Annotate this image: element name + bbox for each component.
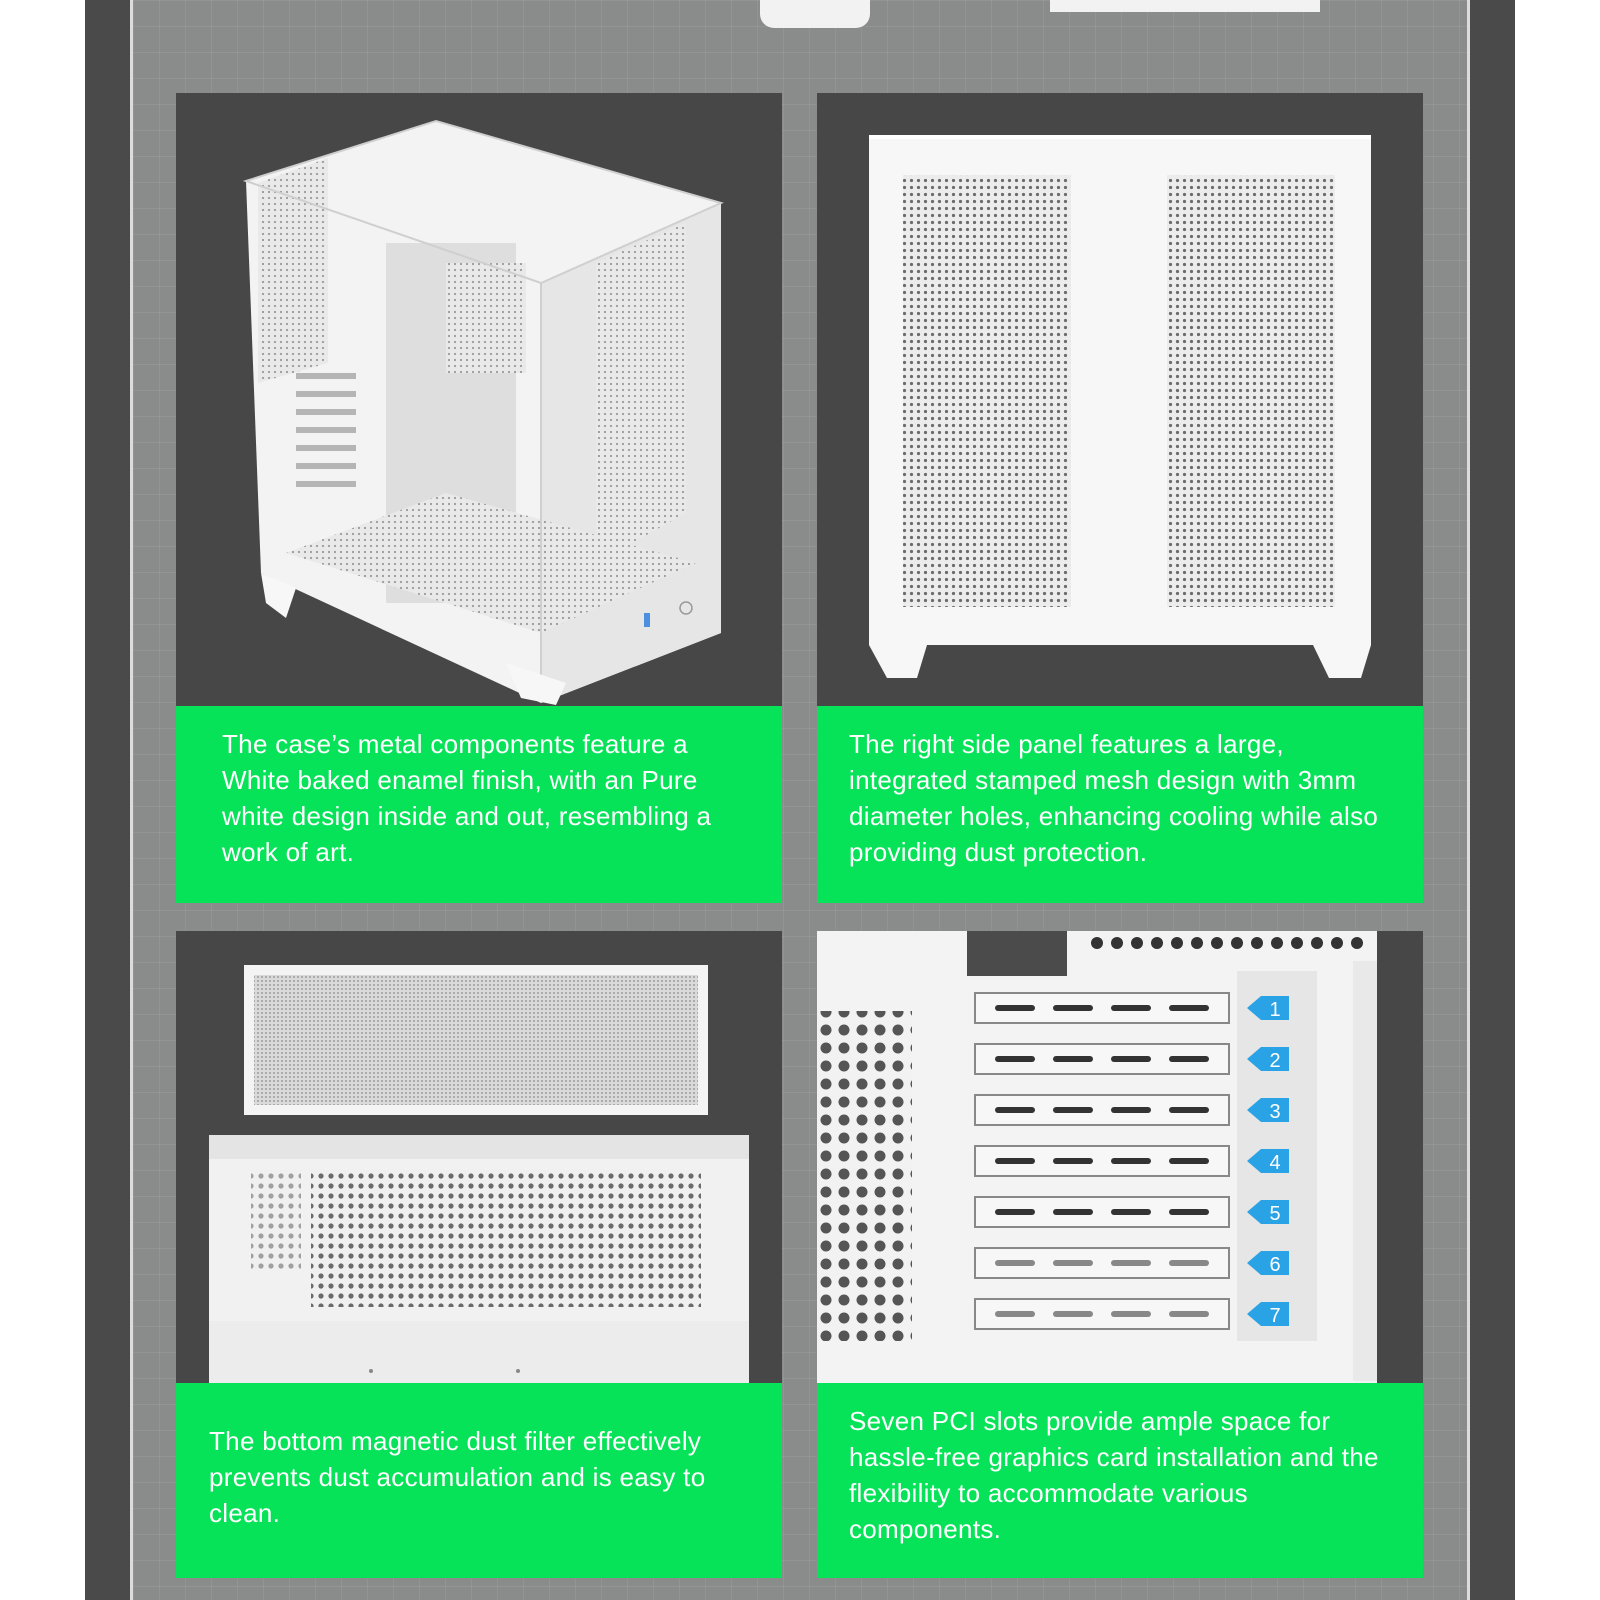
pci-slot-cutout [1111, 1260, 1151, 1266]
top-product-fragment-left [760, 0, 870, 28]
side-mesh-panel-image [817, 93, 1423, 706]
pci-slot-cutout [995, 1311, 1035, 1317]
pci-slot-brackets [974, 992, 1230, 1330]
feature-card-enamel-finish: The case’s metal components feature a Wh… [176, 93, 782, 903]
slot-arrow-icon [1247, 1200, 1289, 1224]
case-overview-image [176, 93, 782, 706]
pci-slot-cutout [1169, 1209, 1209, 1215]
feature-card-dust-filter: The bottom magnetic dust filter effectiv… [176, 931, 782, 1578]
pci-slot-cutout [1169, 1107, 1209, 1113]
pci-slot-cutout [1111, 1158, 1151, 1164]
pci-slot-cutout [1111, 1056, 1151, 1062]
pci-slot-cutout [1053, 1005, 1093, 1011]
pci-slot-cutout [1053, 1260, 1093, 1266]
pci-slot-cutout [1053, 1056, 1093, 1062]
dust-filter-image [176, 931, 782, 1383]
pci-slot-cutout [1169, 1056, 1209, 1062]
pci-slot-cutout [1169, 1005, 1209, 1011]
slot-number-label: 6 [1269, 1254, 1280, 1276]
pci-slot-cutout [1169, 1311, 1209, 1317]
pci-slots-illustration: 1 2 3 4 5 6 7 [817, 931, 1377, 1383]
slot-number-label: 3 [1269, 1101, 1280, 1123]
pci-slot-cutout [1169, 1260, 1209, 1266]
pci-slots-caption: Seven PCI slots provide ample space for … [817, 1383, 1423, 1578]
slot-arrow-icon [1247, 1098, 1289, 1122]
slot-number-badges: 1 2 3 4 5 6 7 [1247, 996, 1289, 1327]
dust-filter-illustration [209, 965, 749, 1383]
pci-slot-cutout [1111, 1311, 1151, 1317]
slot-arrow-icon [1247, 1251, 1289, 1275]
slot-arrow-icon [1247, 1047, 1289, 1071]
pci-slots-image: 1 2 3 4 5 6 7 [817, 931, 1423, 1383]
pci-slot-cutout [1053, 1209, 1093, 1215]
pci-slot-cutout [1053, 1311, 1093, 1317]
slot-number-label: 4 [1269, 1152, 1280, 1174]
pci-slot-cutout [1169, 1158, 1209, 1164]
dust-filter-caption: The bottom magnetic dust filter effectiv… [176, 1383, 782, 1578]
pci-slot-cutout [995, 1005, 1035, 1011]
slot-number-label: 1 [1269, 999, 1280, 1021]
white-case-illustration [242, 119, 724, 705]
feature-card-pci-slots: 1 2 3 4 5 6 7 Seven PCI slots provide ample sp… [817, 931, 1423, 1578]
pci-slot-cutout [1053, 1107, 1093, 1113]
slot-number-label: 2 [1269, 1050, 1280, 1072]
slot-number-label: 5 [1269, 1203, 1280, 1225]
side-panel-illustration [869, 135, 1371, 678]
pci-slot-cutout [995, 1158, 1035, 1164]
pci-slot-cutout [1111, 1005, 1151, 1011]
enamel-finish-caption: The case’s metal components feature a Wh… [176, 706, 782, 903]
feature-card-mesh-panel: The right side panel features a large, i… [817, 93, 1423, 903]
slot-arrow-icon [1247, 1149, 1289, 1173]
mesh-panel-caption: The right side panel features a large, i… [817, 706, 1423, 903]
slot-number-label: 7 [1269, 1305, 1280, 1327]
pci-slot-cutout [995, 1209, 1035, 1215]
pci-slot-cutout [1111, 1209, 1151, 1215]
top-product-fragment-right [1050, 0, 1320, 12]
slot-arrow-icon [1247, 996, 1289, 1020]
pci-slot-cutout [995, 1260, 1035, 1266]
pci-slot-cutout [995, 1056, 1035, 1062]
pci-slot-cutout [1053, 1158, 1093, 1164]
pci-slot-cutout [995, 1107, 1035, 1113]
pci-slot-cutout [1111, 1107, 1151, 1113]
slot-arrow-icon [1247, 1302, 1289, 1326]
